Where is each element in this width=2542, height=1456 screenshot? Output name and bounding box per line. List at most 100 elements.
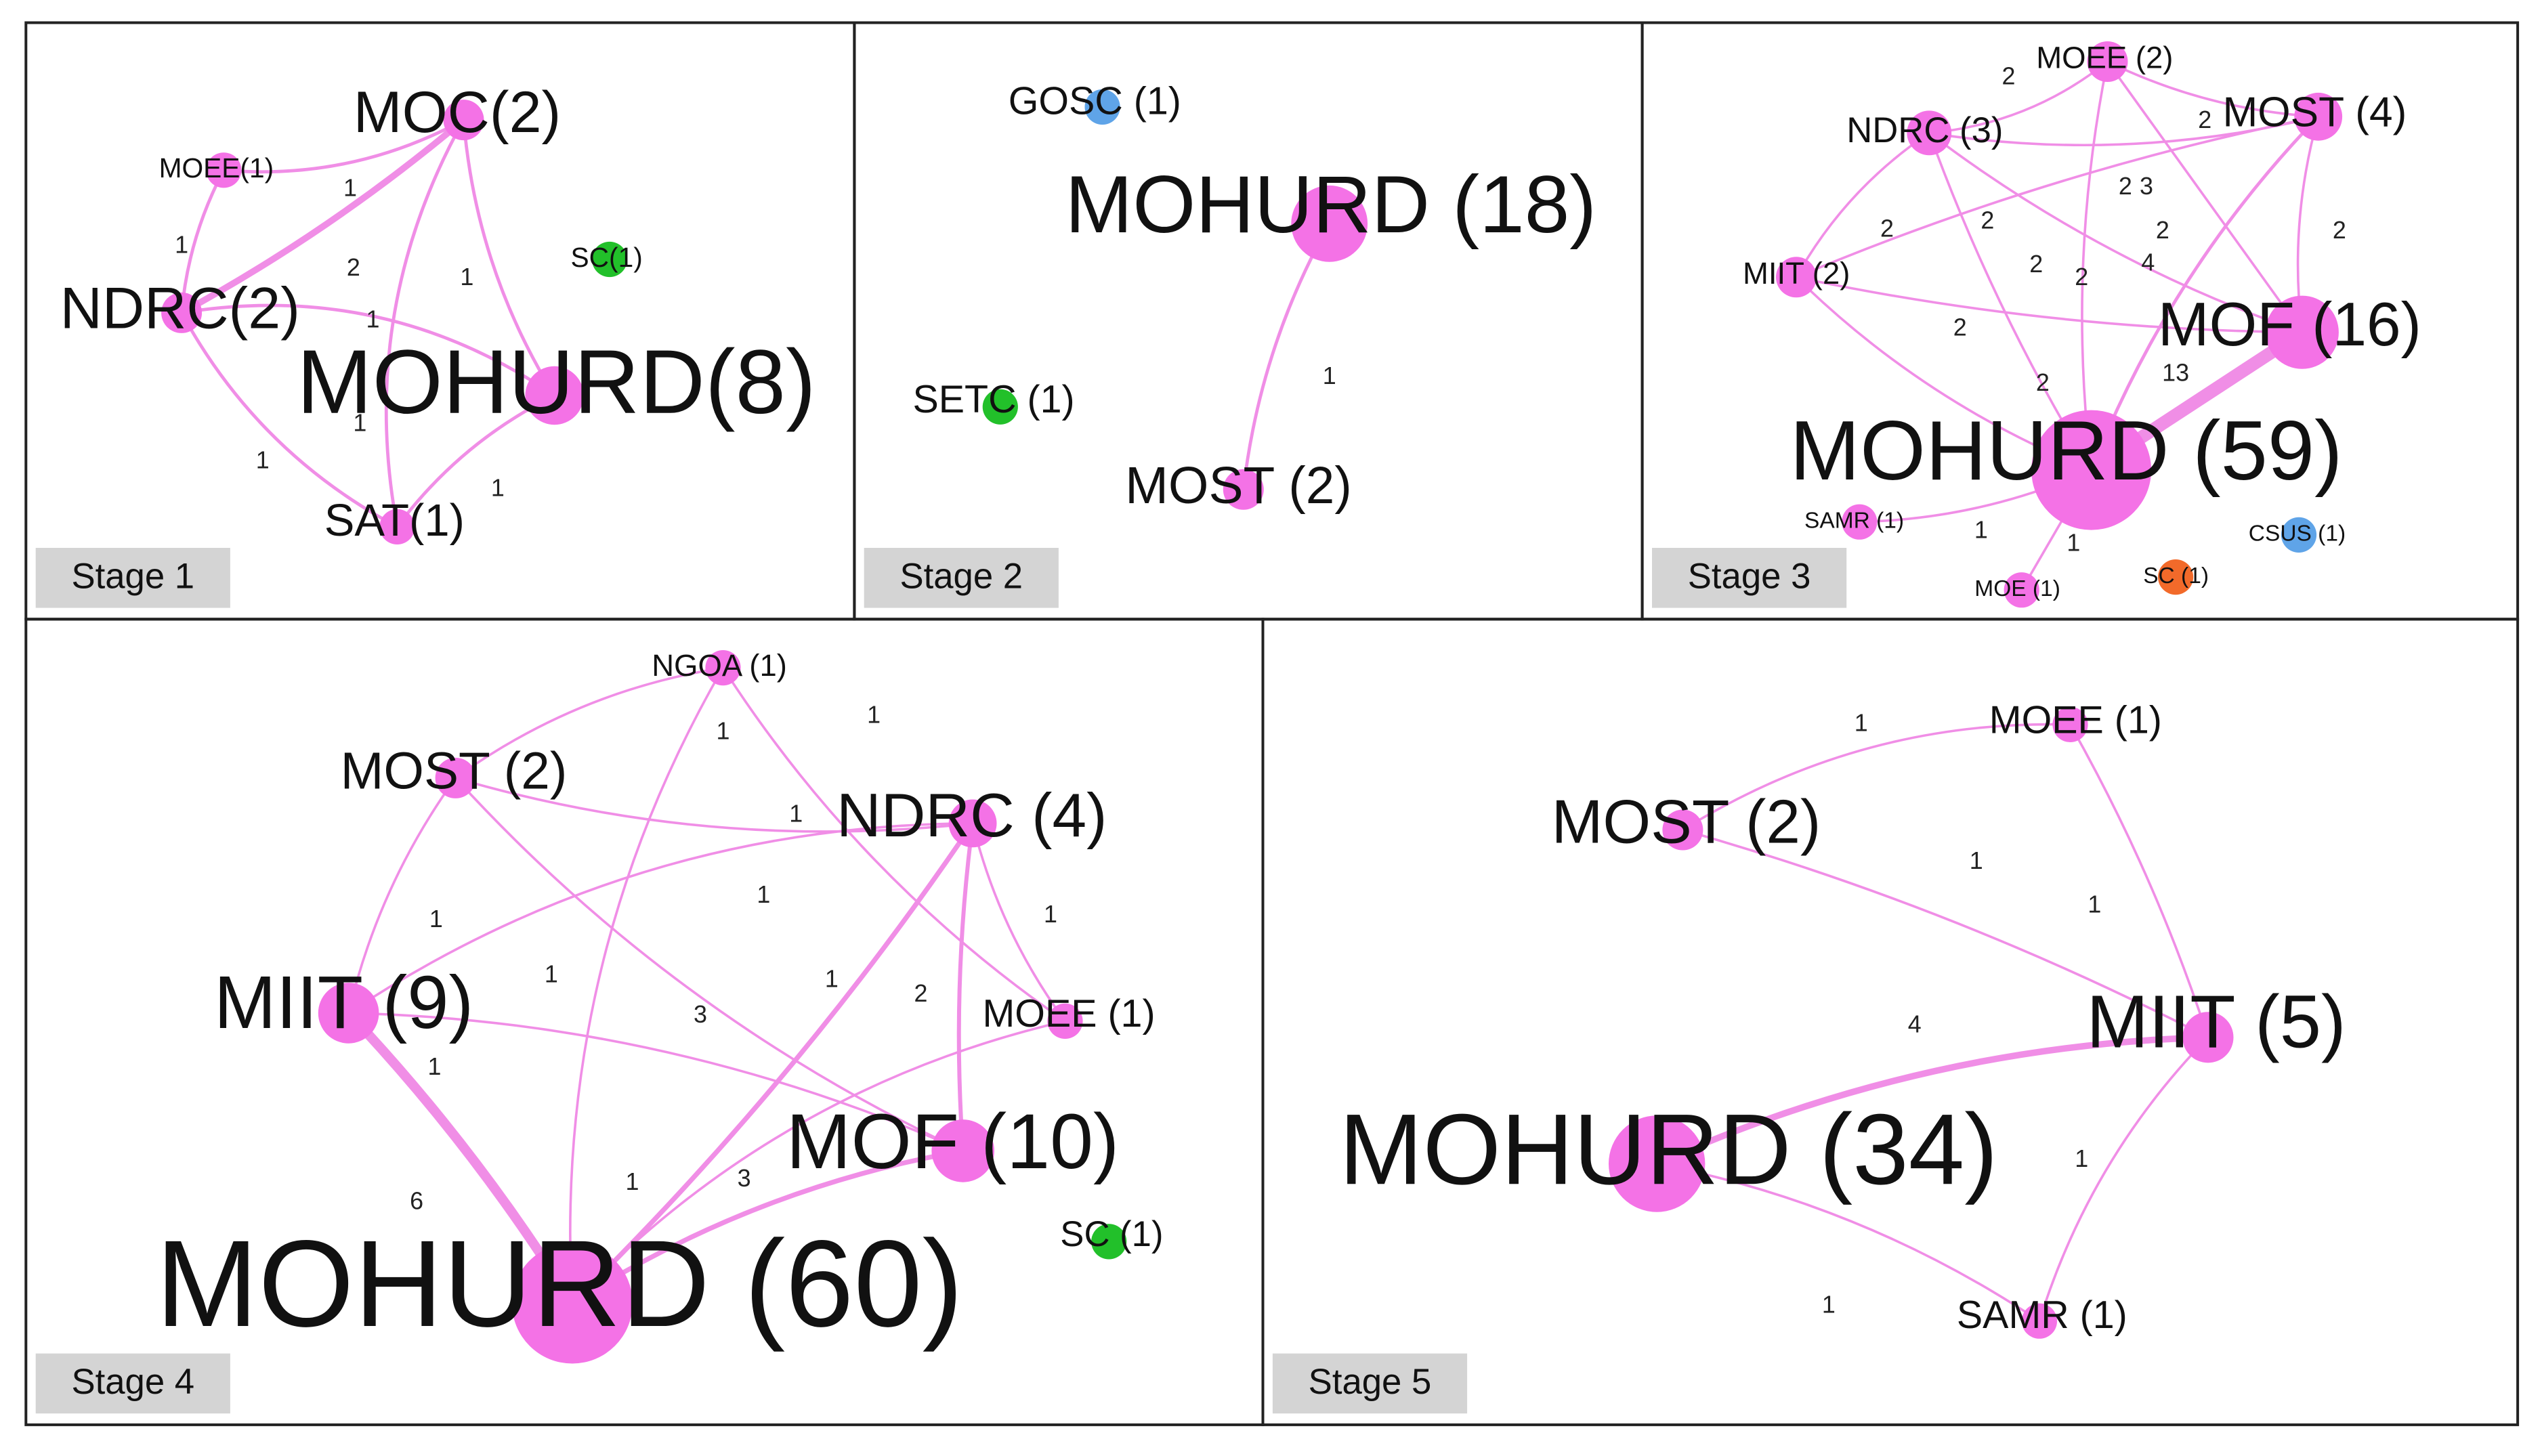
stage-tag	[864, 548, 1059, 608]
edge-weight-label: 1	[789, 800, 803, 827]
edge-ndrc-moee	[971, 822, 1067, 1023]
node-label-ngoa: NGOA (1)	[652, 648, 787, 683]
node-label-mohurd: MOHURD(8)	[297, 332, 816, 433]
edge-moee-mohurd	[571, 1020, 1067, 1305]
node-label-mohurd: MOHURD (18)	[1065, 160, 1597, 250]
node-moc	[443, 100, 484, 141]
edge-weight-label: 1	[545, 960, 558, 987]
edge-weight-label: 2	[2075, 263, 2088, 291]
node-label-csus: CSUS (1)	[2249, 521, 2346, 547]
edge-ndrc-moee	[1928, 60, 2109, 135]
edge-weight-label: 1	[1970, 847, 1983, 874]
nodes	[318, 650, 1127, 1364]
edge-weight-label: 1	[460, 263, 473, 291]
edge-most-moee	[1681, 723, 2072, 832]
edge-weight-label: 2	[1980, 207, 1994, 234]
edge-weight-label: 1	[2088, 891, 2101, 918]
edge-ngoa-moee	[721, 666, 1067, 1023]
node-csus	[2281, 517, 2317, 553]
edge-most-mof	[454, 777, 965, 1153]
edge-weight-label: 1	[366, 305, 380, 333]
node-label-most: MOST (2)	[341, 742, 568, 800]
node-ndrc	[948, 799, 997, 848]
edge-weight-label: 3	[694, 1001, 707, 1028]
nodes	[982, 89, 1368, 510]
node-most	[1223, 469, 1264, 510]
node-label-miit: MIIT (5)	[2086, 981, 2346, 1064]
node-mohurd	[1609, 1115, 1706, 1212]
panel-border	[1261, 618, 2520, 1426]
node-label-most: MOST (2)	[1125, 457, 1352, 515]
edge-weight-label: 13	[2162, 359, 2189, 386]
edge-weight-label: 1	[2067, 530, 2080, 557]
edge-weight-label: 1	[428, 1053, 442, 1080]
edge-weight-label: 1	[2075, 1145, 2088, 1172]
node-label-miit: MIIT (2)	[1743, 256, 1850, 291]
edge-weight-label: 1	[1822, 1291, 1836, 1319]
edge-weight-label: 1	[825, 966, 839, 993]
stage-tag	[35, 548, 230, 608]
node-ndrc	[161, 292, 203, 333]
edge-weight-label: 4	[1908, 1011, 1922, 1038]
edge-weight-label: 2	[2198, 106, 2211, 133]
edge-weight-label: 1	[343, 174, 357, 201]
edge-most-mohurd	[2090, 114, 2321, 472]
node-label-mohurd: MOHURD (60)	[156, 1214, 963, 1352]
edges	[1242, 221, 1332, 492]
node-moee	[2052, 706, 2088, 742]
node-samr	[2021, 1303, 2058, 1339]
edges	[343, 666, 1067, 1308]
node-most	[2294, 92, 2343, 141]
node-label-sc: SC (1)	[2143, 563, 2209, 588]
stage-tag	[1272, 1353, 1468, 1414]
node-label-moee: MOEE (1)	[983, 992, 1156, 1035]
node-moee	[206, 152, 242, 188]
edge-ndrc-miit	[347, 822, 974, 1014]
edge-weight-label: 1	[757, 881, 770, 908]
node-label-mohurd: MOHURD (59)	[1789, 404, 2342, 498]
node-miit	[318, 983, 379, 1044]
edge-weight-label: 4	[2141, 249, 2155, 276]
node-label-most: MOST (4)	[2223, 89, 2407, 135]
node-samr	[1842, 504, 1878, 540]
node-mohurd	[511, 1243, 633, 1364]
edge-weight-label: 2	[2036, 369, 2050, 396]
node-label-sat: SAT(1)	[324, 495, 465, 546]
edge-mohurd-samr	[1655, 1162, 2041, 1323]
node-gosc	[1084, 89, 1120, 125]
edge-weight-label: 2	[2156, 217, 2169, 244]
edge-ngoa-most	[454, 666, 725, 779]
edge-ngoa-mohurd	[569, 666, 725, 1305]
node-ndrc	[1907, 110, 1952, 156]
node-mohurd	[1291, 185, 1368, 262]
node-label-miit: MIIT (9)	[214, 961, 473, 1044]
node-mof	[2265, 295, 2339, 369]
node-label-samr: SAMR (1)	[1957, 1293, 2127, 1337]
node-mohurd	[525, 366, 584, 425]
edge-moc-sat	[384, 118, 465, 529]
node-moee	[1047, 1003, 1083, 1039]
node-label-ndrc: NDRC (3)	[1846, 110, 2003, 150]
node-label-sc: SC (1)	[1060, 1214, 1163, 1254]
node-sc	[1091, 1224, 1127, 1260]
stage-tag-label: Stage 4	[71, 1362, 194, 1402]
node-label-gosc: GOSC (1)	[1009, 79, 1181, 123]
node-miit	[1776, 257, 1817, 298]
node-miit	[2182, 1012, 2234, 1063]
stage-tag	[1652, 548, 1847, 608]
node-moee	[2087, 41, 2128, 82]
node-most	[1662, 809, 1703, 851]
edge-weight-label: 1	[626, 1168, 639, 1195]
edge-weight-label: 6	[410, 1187, 423, 1214]
edge-weight-label: 2	[2119, 173, 2132, 200]
edge-weight-label: 1	[429, 905, 443, 933]
edge-moee-miit	[2069, 723, 2209, 1039]
edge-most-ndrc	[454, 777, 974, 833]
node-sat	[379, 509, 415, 545]
